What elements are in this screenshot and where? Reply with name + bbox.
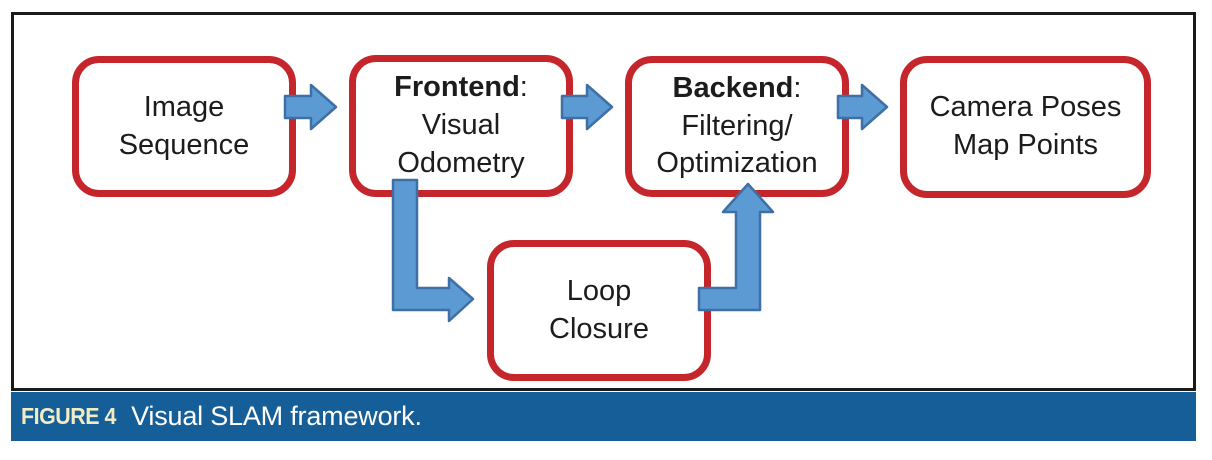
box-loop-closure: Loop Closure [487,240,711,381]
label-line: Odometry [397,146,525,179]
label-line: Frontend: [394,69,528,107]
label-line: Visual [421,109,501,142]
label-line: Filtering/ [681,109,793,142]
box-output-label: Camera Poses Map Points [930,89,1122,164]
figure-caption-bar: FIGURE 4 Visual SLAM framework. [11,392,1196,441]
label-line: Map Points [952,129,1099,161]
label-line: Sequence [118,128,250,161]
label-line: Loop [566,274,632,307]
box-backend: Backend: Filtering/ Optimization [625,56,849,197]
box-image-sequence: Image Sequence [72,56,296,197]
box-frontend: Frontend: Visual Odometry [349,55,573,197]
label-colon: : [519,71,528,104]
box-camera-poses-map-points: Camera Poses Map Points [900,56,1151,198]
box-loop-closure-label: Loop Closure [549,273,649,348]
figure-panel: Image Sequence Frontend: Visual Odometry… [11,12,1196,391]
figure-caption-label: FIGURE 4 [21,403,116,429]
label-bold: Backend [672,71,794,104]
figure-caption-text: Visual SLAM framework. [131,401,422,431]
label-line: Image [143,90,225,123]
box-image-sequence-label: Image Sequence [119,89,250,164]
label-colon: : [793,71,802,104]
label-line: Optimization [656,147,818,180]
label-line: Closure [549,312,649,345]
label-line: Backend: [656,70,817,108]
box-frontend-label: Frontend: Visual Odometry [394,69,528,182]
label-bold: Frontend [394,71,520,104]
label-line: Camera Poses [929,91,1122,124]
box-backend-label: Backend: Filtering/ Optimization [656,70,817,183]
